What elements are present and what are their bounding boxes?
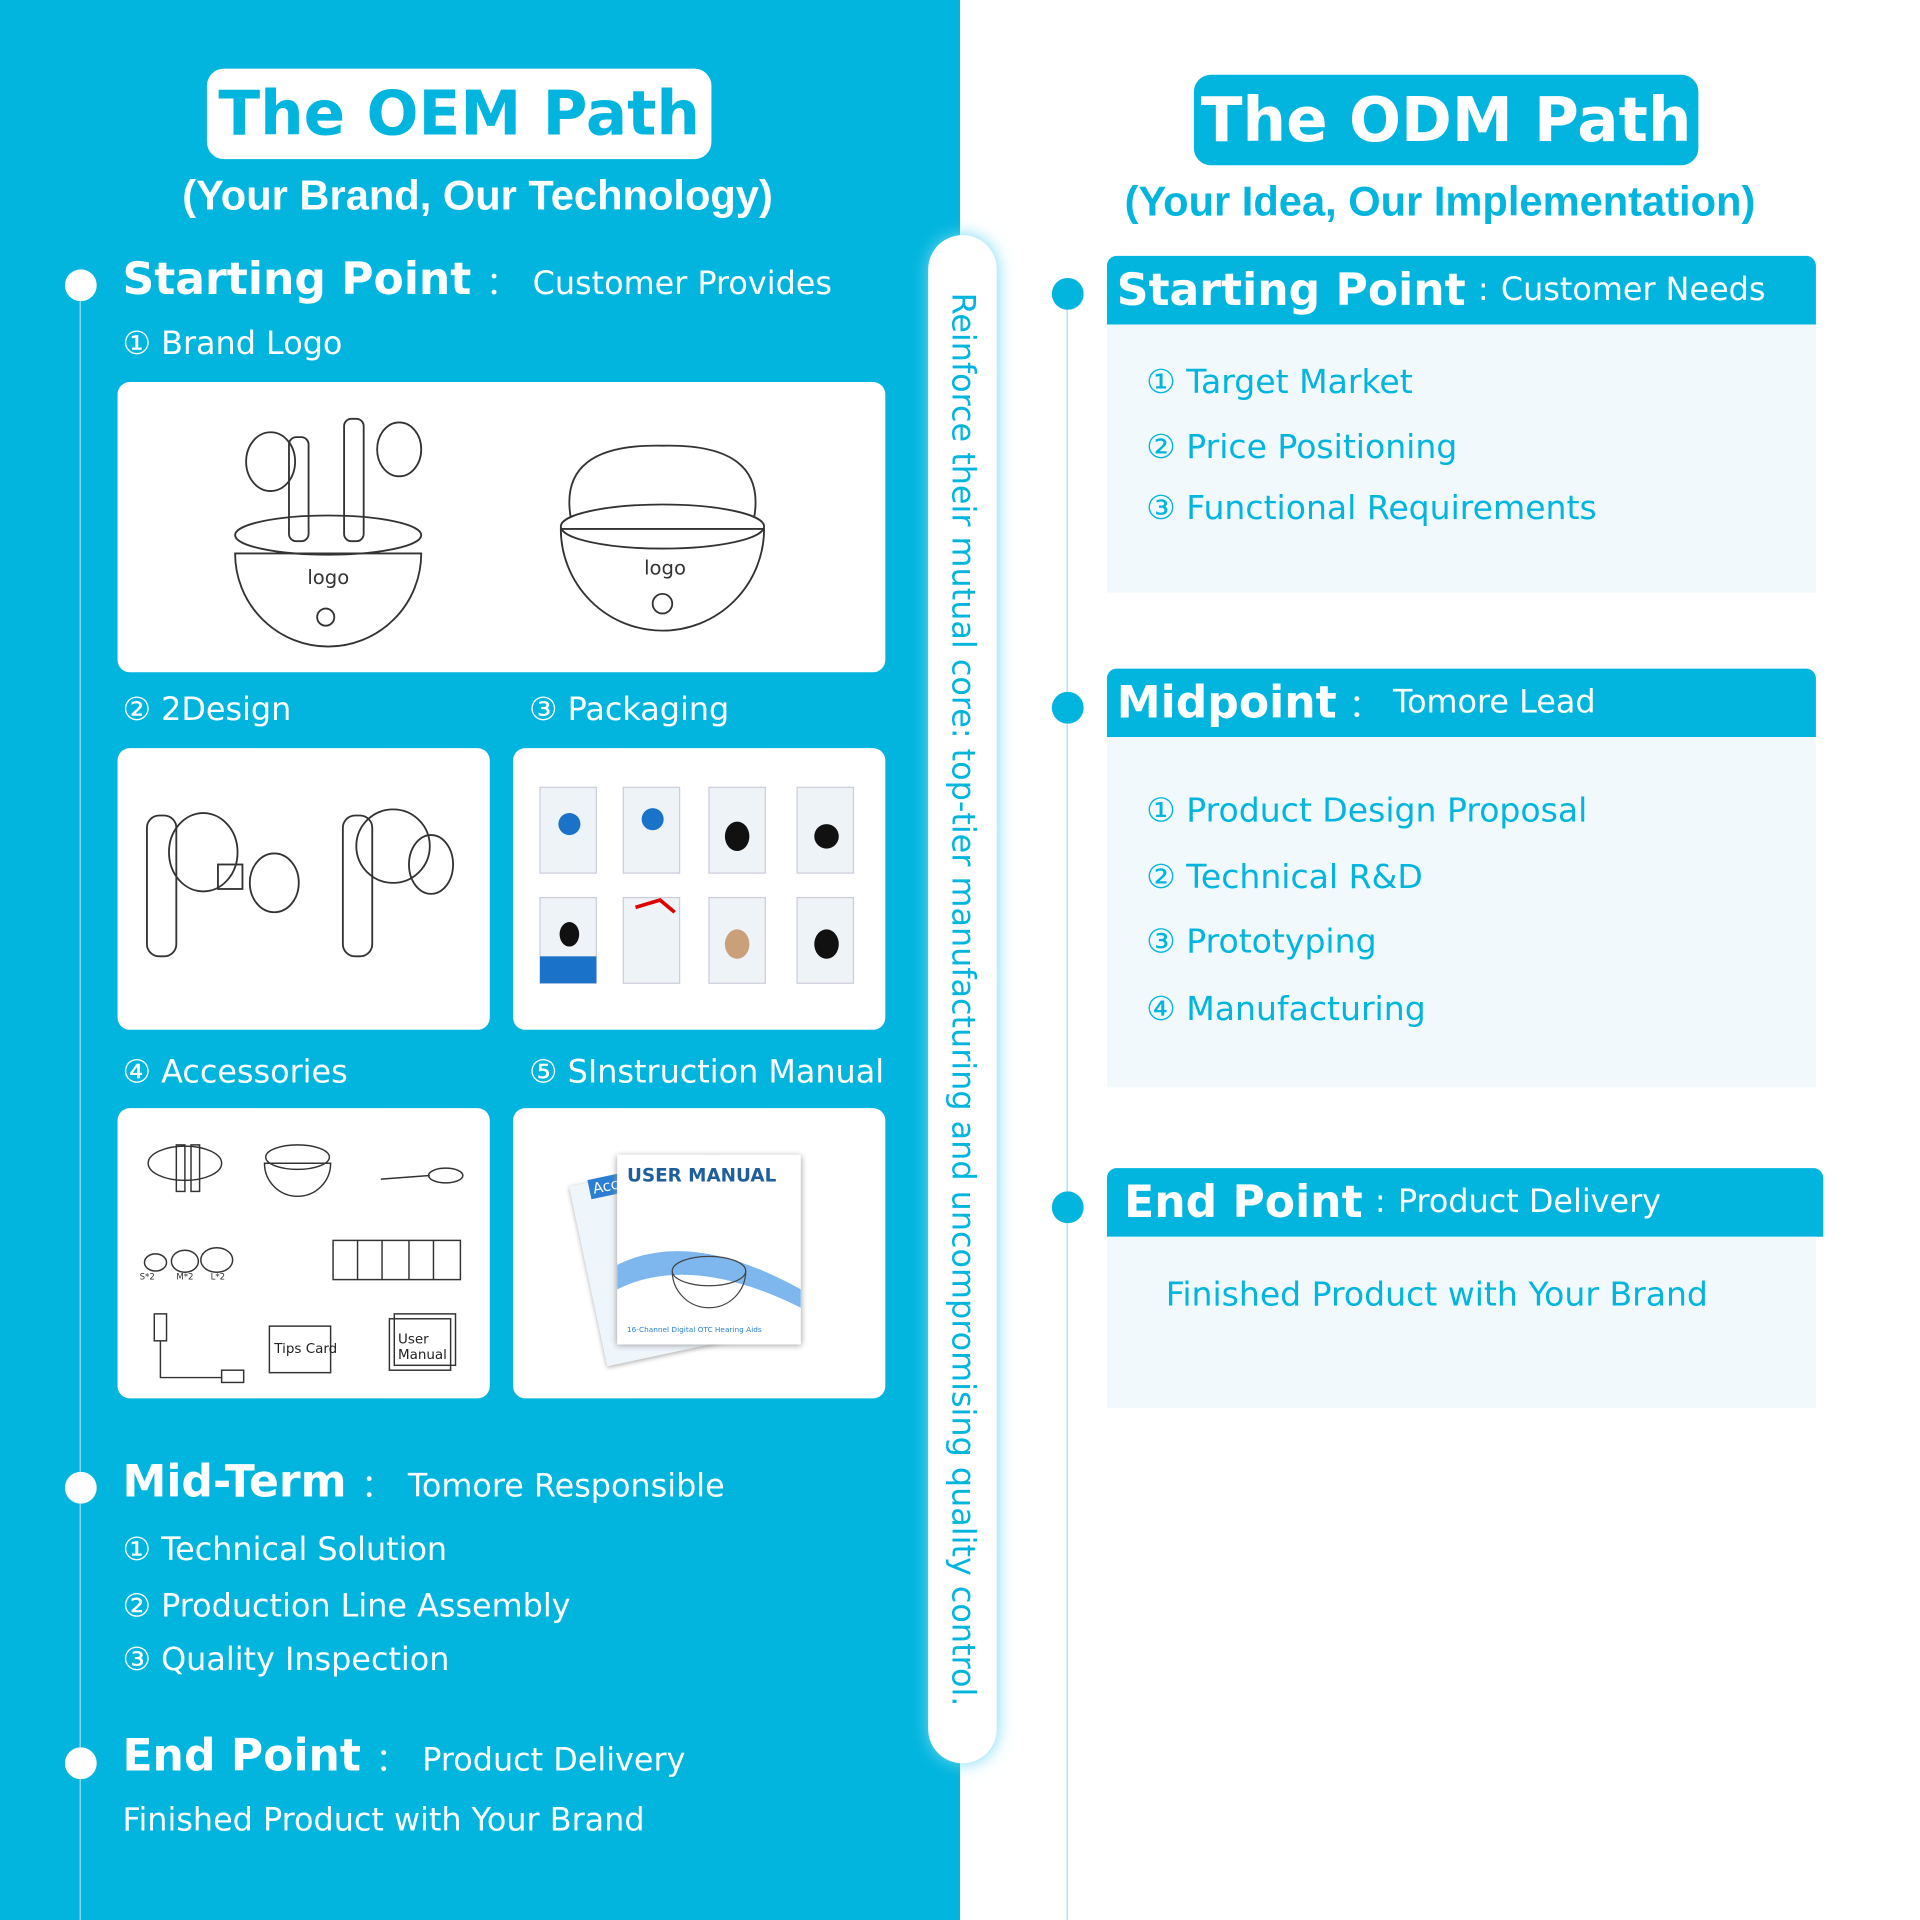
heading-label: Starting Point (1116, 265, 1466, 316)
packaging-image (513, 748, 886, 1030)
oem-timeline (79, 284, 81, 1920)
item-accessories: ④ Accessories (122, 1054, 348, 1092)
mid-item: ① Product Design Proposal (1146, 792, 1588, 831)
oem-start-heading: Starting Point ： Customer Provides (122, 255, 832, 305)
timeline-dot (1051, 277, 1084, 310)
heading-label: End Point (1124, 1177, 1363, 1228)
logo-placeholder-text: logo (307, 565, 350, 589)
odm-start-heading: Starting Point : Customer Needs (1106, 255, 1816, 325)
mid-item: ② Production Line Assembly (122, 1588, 571, 1625)
odm-mid-panel: ① Product Design Proposal ② Technical R&… (1106, 737, 1816, 1088)
timeline-dot (1051, 1191, 1084, 1224)
center-divider-pill (928, 235, 997, 1764)
timeline-dot (64, 1471, 97, 1504)
heading-detail: Tomore Responsible (407, 1468, 725, 1505)
manual-caption: 16-Channel Digital OTC Hearing Aids (626, 1326, 762, 1335)
start-item: ① Target Market (1146, 363, 1413, 402)
odm-subtitle: (Your Idea, Our Implementation) (1124, 178, 1756, 226)
separator: ： (486, 265, 518, 303)
accessories-image: S*2 M*2 L*2 Tips Card User Manual (117, 1108, 490, 1399)
item-brand-logo: ① Brand Logo (122, 325, 343, 363)
timeline-dot (64, 1747, 97, 1780)
size-label: S*2 (139, 1272, 155, 1283)
mid-item: ③ Prototyping (1146, 923, 1377, 962)
timeline-dot (64, 269, 97, 302)
start-item: ③ Functional Requirements (1146, 489, 1597, 528)
logo-placeholder-text: logo (644, 555, 686, 580)
separator: : (1477, 271, 1489, 309)
oem-title: The OEM Path (206, 68, 712, 160)
heading-detail: Product Delivery (1397, 1184, 1662, 1221)
design-image (117, 748, 490, 1030)
separator: ： (361, 1468, 394, 1505)
center-divider-text: Reinforce their mutual core: top-tier ma… (944, 292, 981, 1707)
heading-detail: Customer Needs (1500, 271, 1766, 309)
item-packaging: ③ Packaging (528, 691, 730, 729)
heading-label: Starting Point (122, 254, 472, 305)
separator: : (1374, 1184, 1386, 1221)
separator: ： (375, 1742, 408, 1780)
center-divider: Reinforce their mutual core: top-tier ma… (928, 235, 997, 1763)
size-label: L*2 (210, 1272, 226, 1283)
separator: ： (1348, 687, 1381, 725)
heading-label: Midpoint (1116, 677, 1337, 728)
odm-timeline (1066, 293, 1068, 1920)
user-manual-label: User Manual (397, 1331, 447, 1363)
mid-item: ② Technical R&D (1146, 858, 1423, 897)
size-label: M*2 (176, 1272, 194, 1283)
oem-end-text: Finished Product with Your Brand (122, 1802, 645, 1840)
item-instruction-manual: ⑤ SInstruction Manual (528, 1054, 885, 1092)
heading-detail: Customer Provides (532, 265, 832, 303)
heading-label: End Point (122, 1731, 362, 1782)
mid-item: ④ Manufacturing (1146, 990, 1426, 1029)
mid-item: ③ Quality Inspection (122, 1642, 450, 1679)
heading-detail: Tomore Lead (1393, 684, 1596, 722)
start-item: ② Price Positioning (1146, 428, 1458, 467)
odm-end-heading: End Point : Product Delivery (1106, 1168, 1824, 1237)
mid-item: ① Technical Solution (122, 1531, 448, 1569)
odm-start-panel: ① Target Market ② Price Positioning ③ Fu… (1106, 324, 1816, 593)
manual-cover: USER MANUAL 16-Channel Digital OTC Heari… (617, 1154, 801, 1345)
odm-end-panel: Finished Product with Your Brand (1106, 1236, 1816, 1409)
oem-end-heading: End Point ： Product Delivery (122, 1731, 685, 1781)
odm-mid-heading: Midpoint ： Tomore Lead (1106, 668, 1816, 738)
heading-label: Mid-Term (122, 1457, 347, 1508)
odm-end-text: Finished Product with Your Brand (1165, 1275, 1708, 1314)
brand-logo-image: logo logo (117, 382, 886, 673)
odm-title: The ODM Path (1193, 74, 1699, 166)
manual-title: USER MANUAL (626, 1164, 777, 1187)
oem-mid-heading: Mid-Term ： Tomore Responsible (122, 1457, 724, 1507)
timeline-dot (1051, 691, 1084, 724)
oem-subtitle: (Your Brand, Our Technology) (182, 172, 773, 220)
item-design: ② 2Design (122, 691, 292, 729)
tips-card-label: Tips Card (274, 1340, 338, 1357)
heading-detail: Product Delivery (422, 1742, 686, 1780)
instruction-manual-image: Acce USER MANUAL 16-Channel Digital OTC … (513, 1108, 886, 1399)
